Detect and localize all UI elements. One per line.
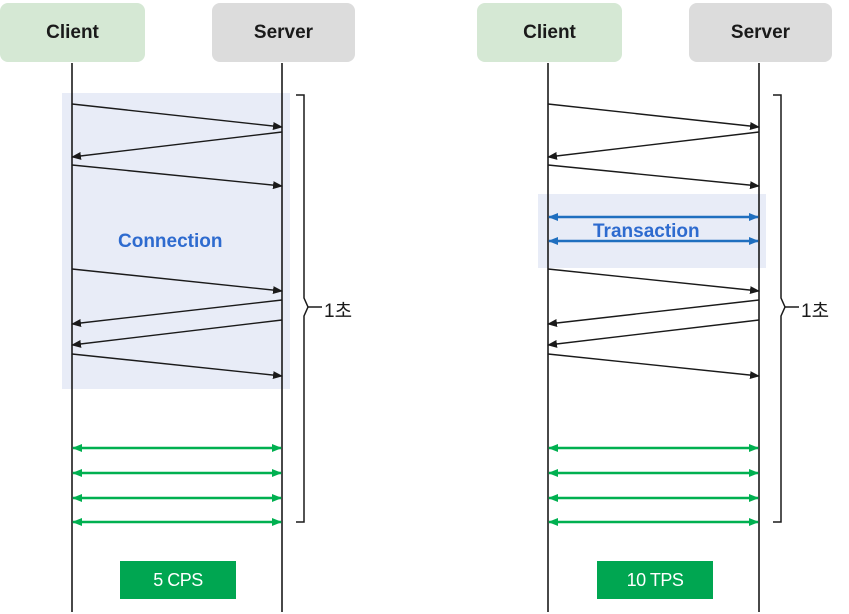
transaction-label: Transaction: [593, 221, 700, 242]
left-one-second-brace: [296, 94, 309, 523]
connection-highlight: [62, 93, 290, 389]
right-arrow-1: [547, 103, 760, 131]
left-arrow-2: [71, 131, 283, 160]
right-client-box: Client: [477, 3, 622, 62]
transaction-highlight: [538, 194, 766, 268]
left-server-box: Server: [212, 3, 355, 62]
right-one-second-brace: [773, 94, 786, 523]
left-arrow-7: [71, 353, 283, 380]
cps-badge: 5 CPS: [120, 561, 236, 599]
left-arrow-3: [71, 164, 283, 190]
right-arrow-5: [547, 299, 760, 327]
right-arrow-3: [547, 164, 760, 190]
left-arrow-5: [71, 299, 283, 327]
transaction-arrows: [548, 213, 759, 245]
right-green-arrows: [548, 444, 759, 526]
connection-label: Connection: [118, 231, 223, 252]
right-arrow-6: [547, 319, 760, 348]
right-arrow-2: [547, 131, 760, 160]
left-arrow-1: [71, 103, 283, 130]
right-arrow-4: [547, 268, 760, 295]
tps-badge: 10 TPS: [597, 561, 713, 599]
left-green-arrows: [72, 444, 282, 526]
left-handshake-arrows: [71, 103, 283, 380]
right-duration-label: 1초: [801, 301, 830, 322]
left-client-box: Client: [0, 3, 145, 62]
right-handshake-arrows: [547, 103, 760, 380]
left-arrow-4: [71, 268, 283, 295]
right-arrow-7: [547, 353, 760, 380]
left-duration-label: 1초: [324, 301, 353, 322]
left-arrow-6: [71, 319, 283, 348]
right-server-box: Server: [689, 3, 832, 62]
